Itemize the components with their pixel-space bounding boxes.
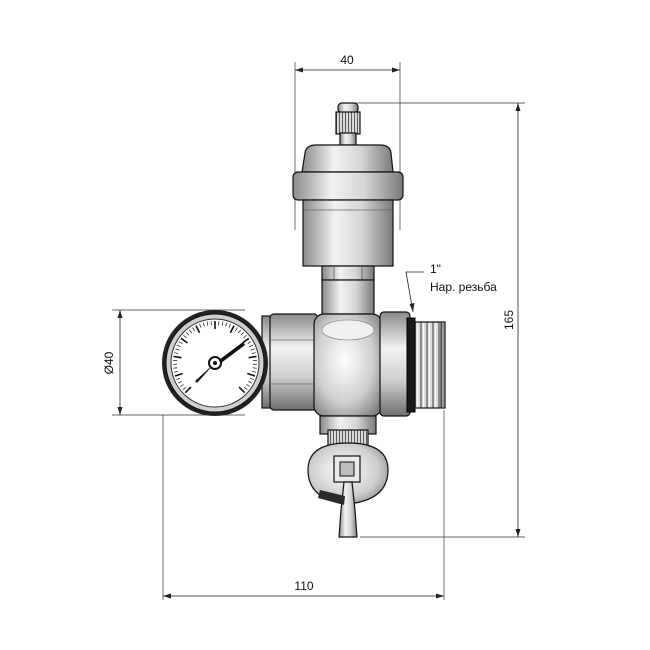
gauge-minor-tick xyxy=(238,329,242,334)
gauge-minor-tick xyxy=(173,367,178,369)
gauge-minor-tick xyxy=(185,332,190,336)
gauge-minor-tick xyxy=(178,341,183,344)
drain-valve-icon xyxy=(307,415,389,538)
dimension-overall-height-label: 165 xyxy=(502,310,516,330)
gauge-minor-tick xyxy=(247,341,252,344)
dimension-overall-width: 110 xyxy=(162,410,445,600)
dimension-top-width: 40 xyxy=(294,53,401,230)
gauge-minor-tick xyxy=(175,348,180,351)
gauge-scale xyxy=(173,321,257,394)
valve-body xyxy=(261,311,446,417)
gauge-major-tick xyxy=(195,325,201,334)
gauge-minor-tick xyxy=(251,352,256,354)
gauge-minor-tick xyxy=(250,348,255,351)
gauge-major-tick xyxy=(242,337,250,344)
gauge-minor-tick xyxy=(188,329,192,334)
gauge-minor-tick xyxy=(199,323,202,328)
thread-callout-size: 1" xyxy=(430,262,441,276)
gauge-major-tick xyxy=(229,325,235,334)
gauge-minor-tick xyxy=(235,327,238,332)
gauge-minor-tick xyxy=(240,332,245,336)
gauge-minor-tick xyxy=(248,380,252,384)
gauge-minor-tick xyxy=(178,380,182,384)
air-vent-icon xyxy=(292,102,404,315)
gauge-minor-tick xyxy=(183,334,187,339)
dimension-overall-height: 165 xyxy=(355,102,525,538)
dimension-gauge-diameter: Ø40 xyxy=(102,309,245,416)
gauge-minor-tick xyxy=(176,377,181,381)
gauge-minor-tick xyxy=(180,384,184,387)
gauge-minor-tick xyxy=(249,377,254,381)
gauge-minor-tick xyxy=(174,352,179,354)
pressure-gauge-icon xyxy=(162,310,268,416)
gauge-minor-tick xyxy=(182,386,186,391)
gauge-minor-tick xyxy=(252,367,257,369)
gauge-major-tick xyxy=(180,337,188,344)
gauge-major-tick xyxy=(238,386,246,394)
gauge-needle xyxy=(195,342,245,383)
gauge-major-tick xyxy=(247,372,256,377)
gauge-minor-tick xyxy=(225,322,228,327)
dimension-gauge-diameter-label: Ø40 xyxy=(102,351,116,374)
gauge-minor-tick xyxy=(176,344,181,348)
dimension-top-width-label: 40 xyxy=(340,53,354,67)
gauge-major-tick xyxy=(248,355,257,359)
gauge-major-tick xyxy=(174,372,183,377)
gauge-minor-tick xyxy=(249,344,254,348)
thread-callout: 1" Нар. резьба xyxy=(405,262,497,313)
gauge-minor-tick xyxy=(173,370,178,373)
gauge-minor-tick xyxy=(246,384,250,387)
gauge-minor-tick xyxy=(192,327,195,332)
dimension-overall-width-label: 110 xyxy=(294,579,313,593)
gauge-minor-tick xyxy=(221,321,224,326)
gauge-major-tick xyxy=(184,386,192,394)
gauge-minor-tick xyxy=(202,322,205,327)
gauge-minor-tick xyxy=(243,334,247,339)
thread-callout-type: Нар. резьба xyxy=(430,280,497,294)
gauge-minor-tick xyxy=(252,370,257,373)
gauge-minor-tick xyxy=(206,321,209,326)
gauge-minor-tick xyxy=(244,386,248,391)
gauge-minor-tick xyxy=(228,323,231,328)
gauge-major-tick xyxy=(173,355,182,359)
